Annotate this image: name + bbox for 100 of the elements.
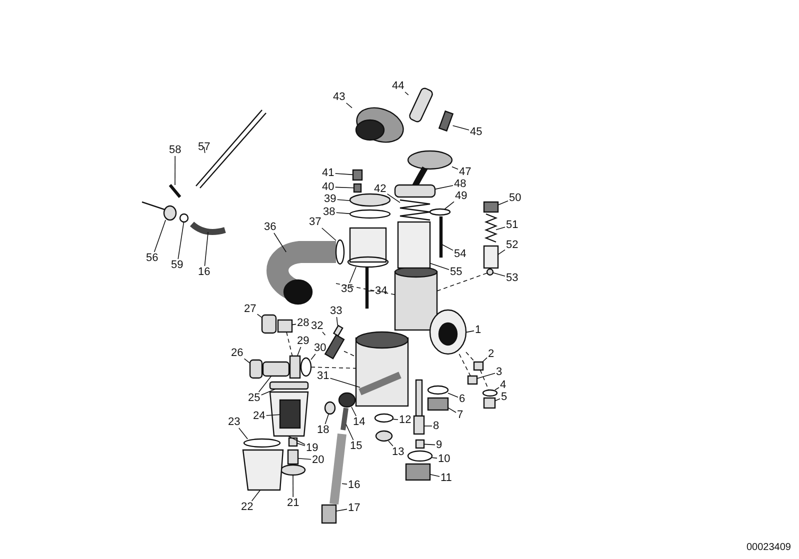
- leader-line: [204, 146, 206, 154]
- dashed-assembly-line: [466, 352, 476, 362]
- callout-number: 13: [391, 446, 406, 458]
- callout-number: 58: [168, 144, 182, 156]
- leader-line: [310, 354, 316, 360]
- screw-drawing: [438, 110, 454, 132]
- callout-number: 37: [308, 216, 322, 228]
- leader-line: [492, 272, 506, 276]
- callout-number: 14: [352, 416, 366, 428]
- leader-line: [296, 442, 306, 446]
- leader-line: [342, 483, 348, 485]
- callout-number: 29: [296, 335, 310, 347]
- clip-drawing: [321, 504, 337, 524]
- callout-number: 2: [487, 348, 496, 360]
- hose-drawing: [330, 433, 346, 505]
- float-drawing: [347, 227, 389, 268]
- leader-line: [442, 244, 454, 251]
- leader-line: [346, 102, 352, 108]
- screw-plug-drawing: [483, 397, 496, 409]
- callout-number: 23: [227, 416, 242, 428]
- leader-line: [368, 290, 374, 292]
- leader-line: [351, 406, 356, 416]
- leader-line: [238, 428, 248, 440]
- dashed-assembly-line: [458, 354, 471, 376]
- dashed-assembly-line: [286, 332, 293, 356]
- callout-number: 20: [311, 454, 326, 466]
- callout-number: 42: [373, 183, 388, 195]
- leader-line: [292, 324, 296, 326]
- leader-line: [452, 125, 470, 130]
- gasket-drawing: [243, 438, 281, 448]
- nut-drawing: [249, 359, 263, 379]
- leader-line: [334, 173, 354, 176]
- callout-number: 16: [347, 479, 362, 491]
- callout-number: 45: [469, 126, 484, 138]
- callout-number: 57: [197, 141, 212, 153]
- carburetor-body-drawing: [394, 266, 438, 331]
- hose-drawing: [190, 222, 226, 235]
- callout-number: 25: [247, 392, 262, 404]
- nut-drawing: [427, 397, 449, 411]
- washer-drawing: [374, 413, 394, 423]
- callout-number: 21: [286, 497, 300, 509]
- banjo-fitting-drawing: [338, 392, 356, 408]
- screw-tip-drawing: [332, 324, 344, 337]
- callout-number: 49: [454, 190, 468, 202]
- callout-number: 39: [323, 193, 338, 205]
- pin-drawing: [486, 268, 494, 276]
- leader-line: [336, 316, 338, 326]
- ring-drawing: [300, 357, 312, 377]
- leader-line: [448, 407, 456, 413]
- leader-line: [174, 156, 176, 186]
- callout-number: 54: [453, 248, 468, 260]
- callout-number: 47: [458, 166, 472, 178]
- callout-number: 7: [456, 409, 464, 421]
- callout-number: 24: [252, 410, 266, 422]
- callout-number: 36: [263, 221, 278, 233]
- nut-drawing: [405, 463, 431, 481]
- needle-drawing: [365, 267, 369, 309]
- leader-line: [346, 424, 354, 440]
- leader-line: [322, 332, 326, 336]
- dashed-assembly-line: [480, 370, 490, 390]
- callout-number: 52: [505, 239, 520, 251]
- callout-number: 10: [437, 453, 452, 465]
- leader-line: [336, 212, 350, 214]
- needle-drawing: [196, 110, 266, 188]
- leader-line: [178, 222, 184, 260]
- leader-line: [336, 508, 348, 512]
- callout-number: 22: [240, 501, 254, 513]
- leader-line: [204, 232, 208, 266]
- leader-line: [244, 358, 250, 364]
- leader-line: [258, 376, 272, 392]
- dashed-assembly-line: [336, 283, 396, 295]
- callout-number: 9: [435, 439, 444, 451]
- cylinder-drawing: [397, 221, 431, 269]
- cap-drawing: [394, 166, 436, 198]
- leader-line: [476, 372, 496, 379]
- screw-plug-drawing: [375, 430, 393, 442]
- union-nut-drawing: [261, 314, 277, 334]
- flange-drawing: [429, 309, 467, 355]
- callout-number: 59: [170, 259, 184, 271]
- leader-line: [498, 249, 506, 255]
- callout-number: 6: [458, 393, 466, 405]
- leader-line: [452, 166, 458, 170]
- air-filter-drawing: [355, 107, 404, 143]
- callout-number: 8: [432, 420, 440, 432]
- screw-drawing: [352, 169, 363, 181]
- leader-line: [386, 194, 400, 203]
- callout-number: 41: [321, 167, 336, 179]
- leader-line: [330, 378, 360, 388]
- leader-line: [392, 418, 398, 420]
- callout-number: 35: [340, 283, 354, 295]
- leader-line: [154, 220, 166, 252]
- float-chamber-drawing: [355, 331, 409, 407]
- leader-line: [251, 490, 261, 502]
- callout-number: 51: [505, 219, 520, 231]
- clamp-drawing: [335, 239, 345, 265]
- dashed-assembly-line: [344, 350, 356, 358]
- callout-number: 19: [305, 442, 320, 454]
- jet-drawing: [415, 439, 425, 449]
- leader-line: [334, 186, 354, 188]
- leader-line: [498, 200, 508, 206]
